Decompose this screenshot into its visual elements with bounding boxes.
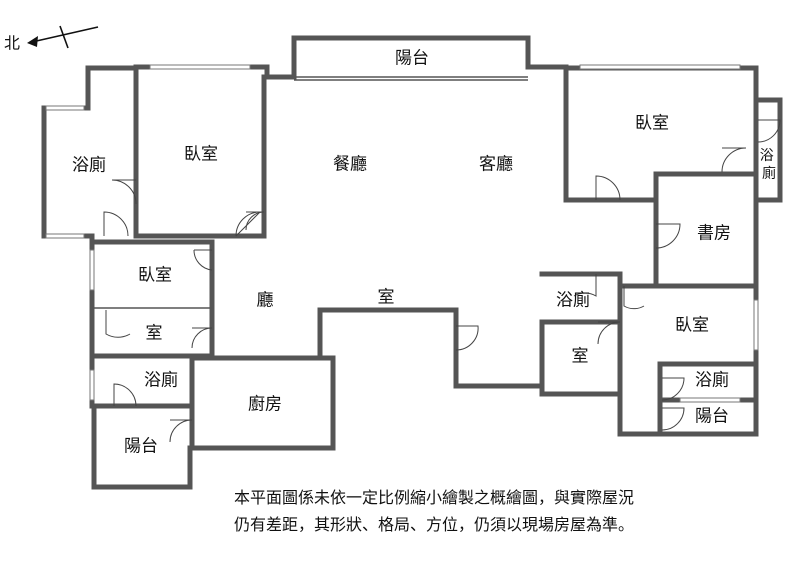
north-label: 北 xyxy=(4,34,20,53)
room-balcony-top: 陽台 xyxy=(395,49,429,69)
room-bath-center: 浴廁 xyxy=(556,290,590,311)
room-bedroom-nw: 臥室 xyxy=(184,145,218,165)
disclaimer-line-2: 仍有差距，其形狀、格局、方位，仍須以現場房屋為準。 xyxy=(234,515,635,534)
room-balcony-se: 陽台 xyxy=(695,407,729,427)
room-w-small: 室 xyxy=(146,324,163,344)
room-bath-east-char2: 廁 xyxy=(762,165,776,182)
outer-walls xyxy=(41,35,783,490)
room-living: 客廳 xyxy=(479,155,513,175)
room-center-small: 室 xyxy=(572,347,589,367)
room-bath-east-char1: 浴 xyxy=(760,148,774,164)
north-arrow-icon xyxy=(27,25,99,49)
room-bath-se: 浴廁 xyxy=(695,370,729,391)
room-bath-sw: 浴廁 xyxy=(144,370,178,391)
room-bedroom-w2: 臥室 xyxy=(138,266,172,286)
room-bath-west: 浴廁 xyxy=(72,155,106,176)
disclaimer-line-1: 本平面圖係未依一定比例縮小繪製之概繪圖，與實際屋況 xyxy=(234,488,635,507)
disclaimer: 本平面圖係未依一定比例縮小繪製之概繪圖，與實際屋況 仍有差距，其形狀、格局、方位… xyxy=(234,484,754,538)
room-study: 書房 xyxy=(697,224,731,244)
room-kitchen: 廚房 xyxy=(248,394,282,415)
room-balcony-sw: 陽台 xyxy=(124,437,158,457)
room-dining: 餐廳 xyxy=(333,155,367,175)
room-bath-east: 浴 廁 xyxy=(760,148,778,182)
room-bedroom-ne: 臥室 xyxy=(635,114,669,134)
room-hall: 廳 xyxy=(257,291,274,311)
room-center: 室 xyxy=(378,288,395,308)
room-bedroom-se: 臥室 xyxy=(675,316,709,336)
doors xyxy=(103,119,781,443)
windows xyxy=(45,64,759,403)
